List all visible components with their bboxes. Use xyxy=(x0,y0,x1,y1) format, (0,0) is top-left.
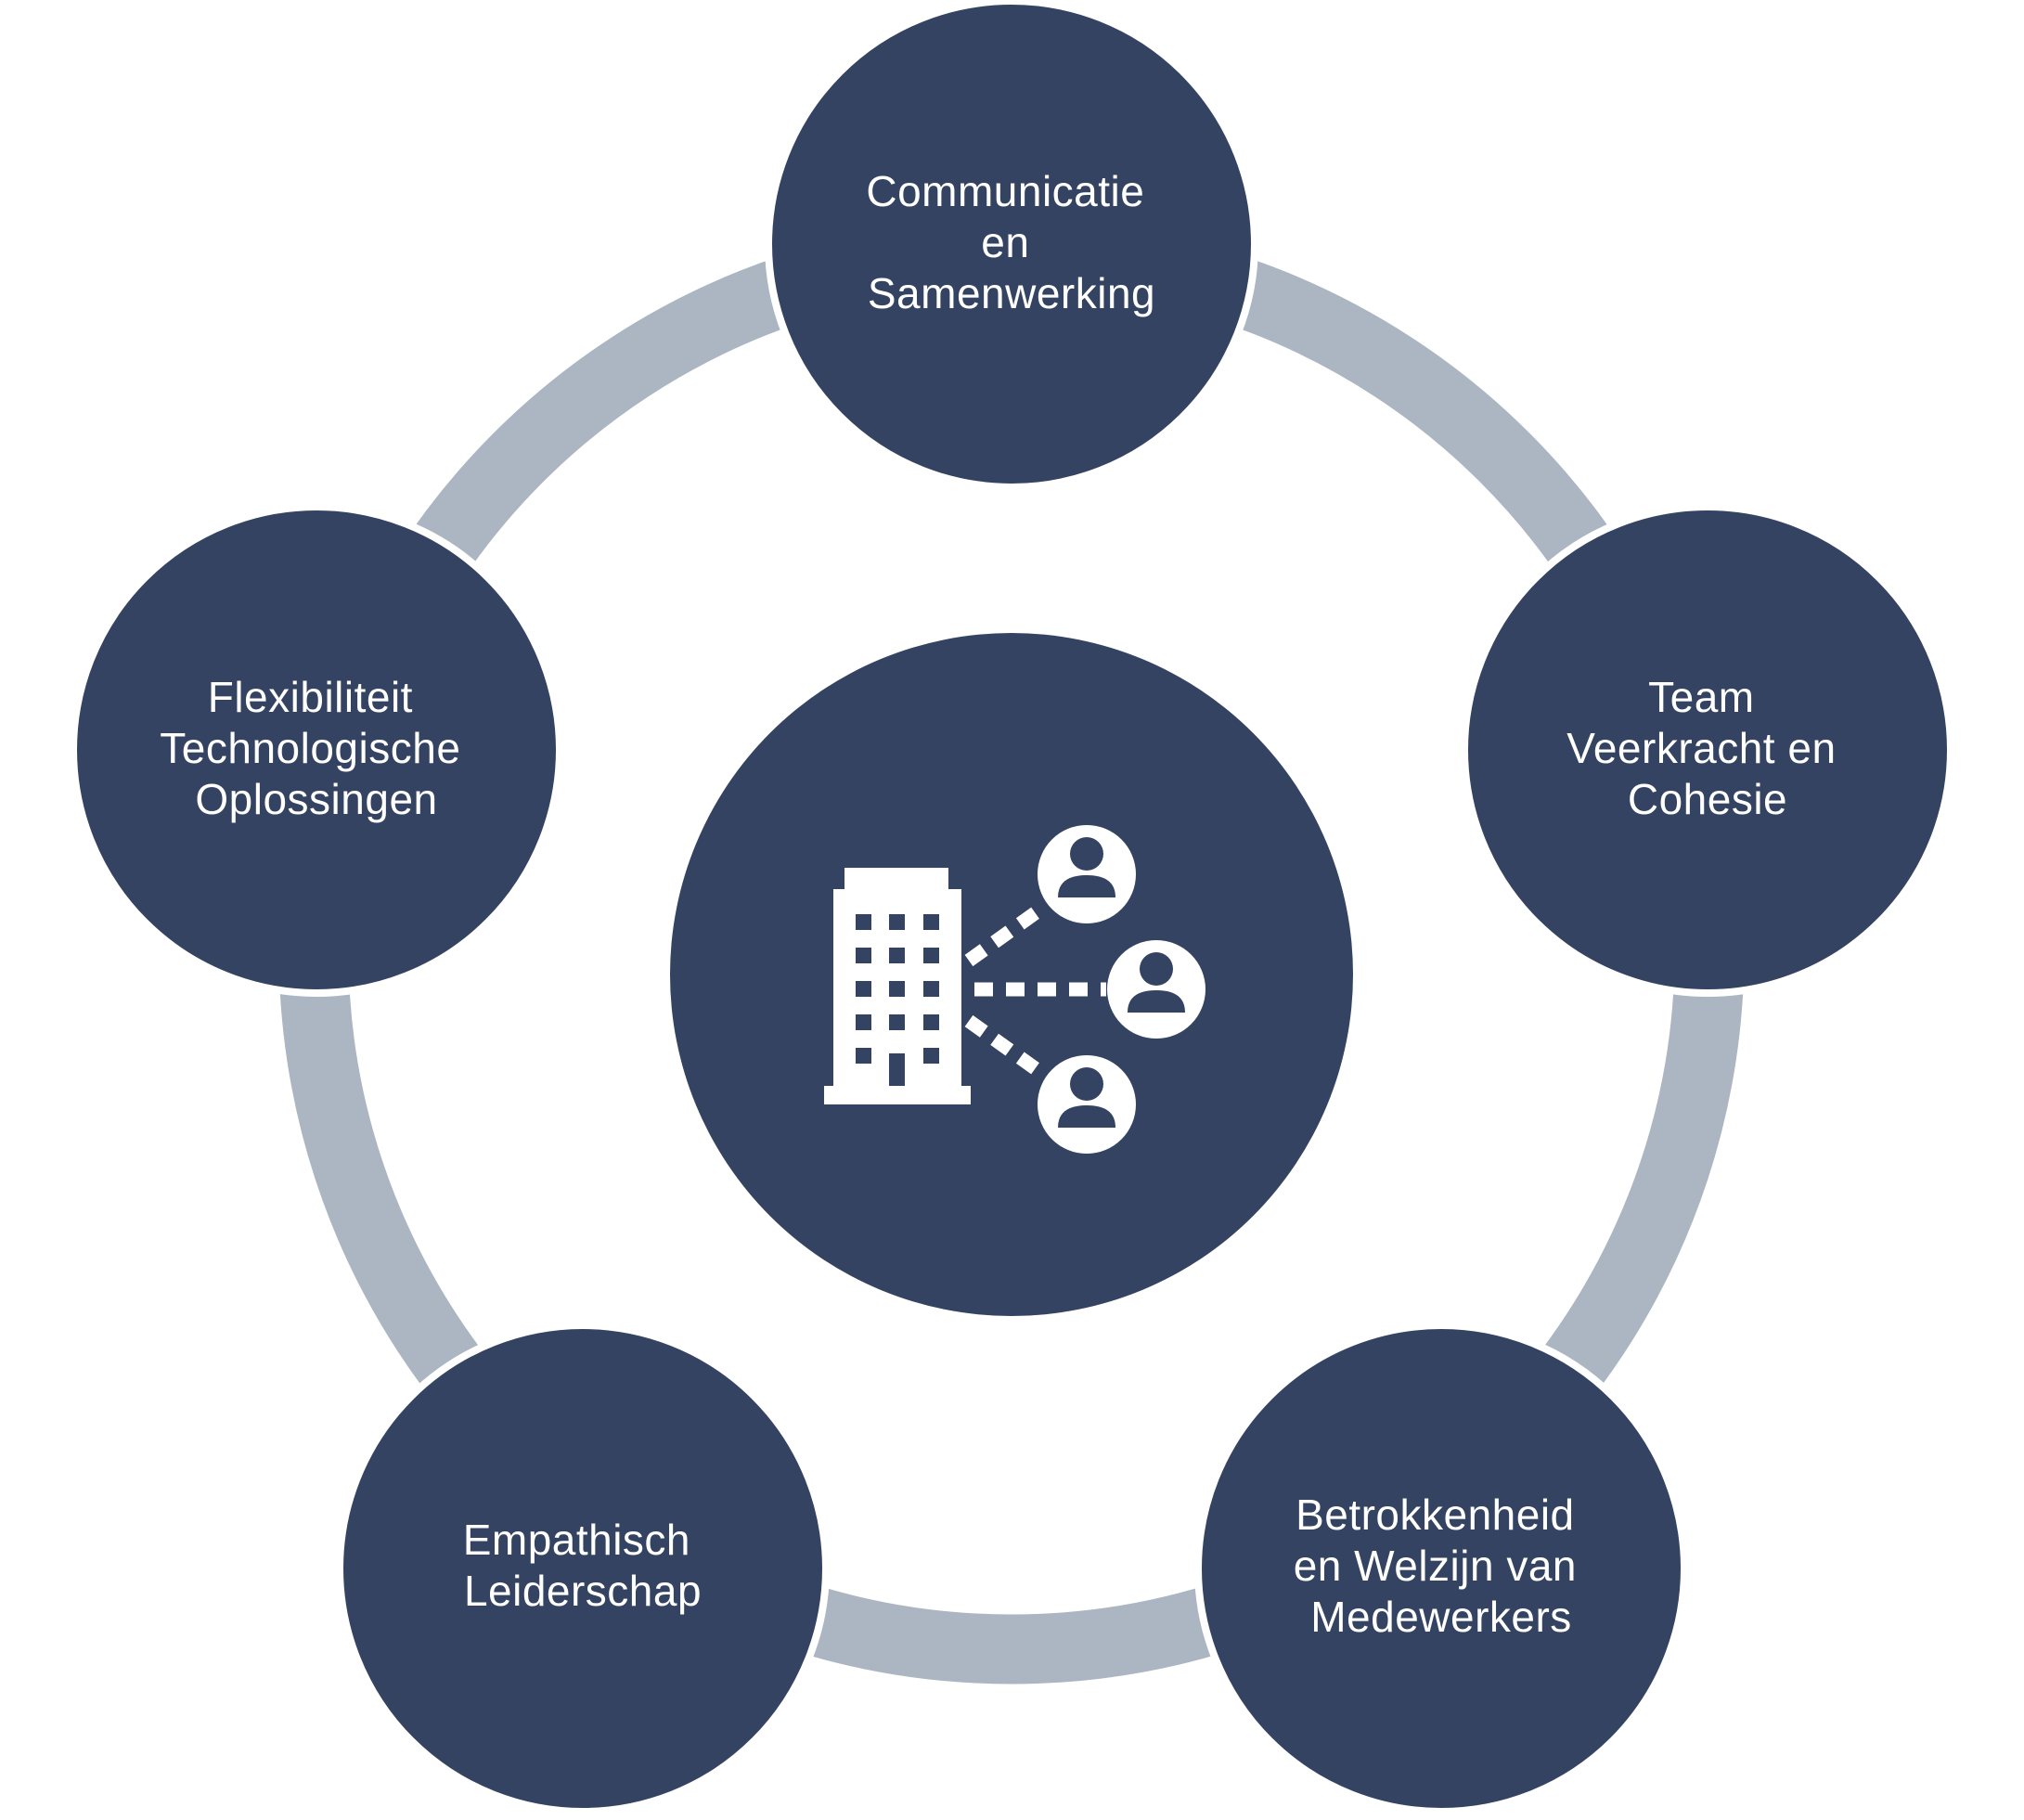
node-label-line: Oplossingen xyxy=(195,775,437,823)
node-label-line: Medewerkers xyxy=(1310,1593,1572,1641)
node-communicatie: Communicatie en Samenwerking xyxy=(765,0,1258,491)
person-icon xyxy=(1038,1055,1136,1154)
node-circle xyxy=(765,0,1258,491)
node-label-line: Empathisch xyxy=(463,1516,690,1564)
node-empathisch: Empathisch Leiderschap xyxy=(336,1322,830,1815)
node-label-line: Team xyxy=(1648,673,1754,721)
node-label-line: Technologische xyxy=(160,724,460,772)
node-circle xyxy=(70,503,563,997)
node-label-line: en Welzijn van xyxy=(1294,1542,1577,1590)
node-label-line: Communicatie xyxy=(866,167,1144,215)
node-label-line: en xyxy=(981,218,1029,266)
center-circle xyxy=(670,633,1353,1316)
node-circle xyxy=(336,1322,830,1815)
node-label: Betrokkenheid en Welzijn van Medewerkers xyxy=(1294,1491,1590,1641)
node-label-line: Samenwerking xyxy=(868,269,1155,317)
node-label: Flexibiliteit Technologische Oplossingen xyxy=(160,673,472,823)
office-building-network-people-icon xyxy=(824,825,1205,1154)
node-label-line: Leiderschap xyxy=(464,1567,702,1615)
node-label: Communicatie en Samenwerking xyxy=(866,167,1156,317)
person-icon xyxy=(1107,940,1205,1039)
node-label-line: Flexibiliteit xyxy=(208,673,413,721)
node-circle xyxy=(1194,1322,1688,1815)
node-label: Empathisch Leiderschap xyxy=(463,1516,703,1615)
node-flexibiliteit: Flexibiliteit Technologische Oplossingen xyxy=(70,503,563,997)
dotted-connector-lines xyxy=(964,905,1106,1077)
building-icon xyxy=(824,868,971,1104)
node-circle xyxy=(1461,503,1954,997)
node-label: Team Veerkracht en Cohesie xyxy=(1566,673,1849,823)
node-label-line: Cohesie xyxy=(1628,775,1787,823)
node-team: Team Veerkracht en Cohesie xyxy=(1461,503,1954,997)
person-icon xyxy=(1038,825,1136,923)
node-label-line: Betrokkenheid xyxy=(1296,1491,1575,1539)
node-betrokkenheid: Betrokkenheid en Welzijn van Medewerkers xyxy=(1194,1322,1688,1815)
node-label-line: Veerkracht en xyxy=(1566,724,1836,772)
